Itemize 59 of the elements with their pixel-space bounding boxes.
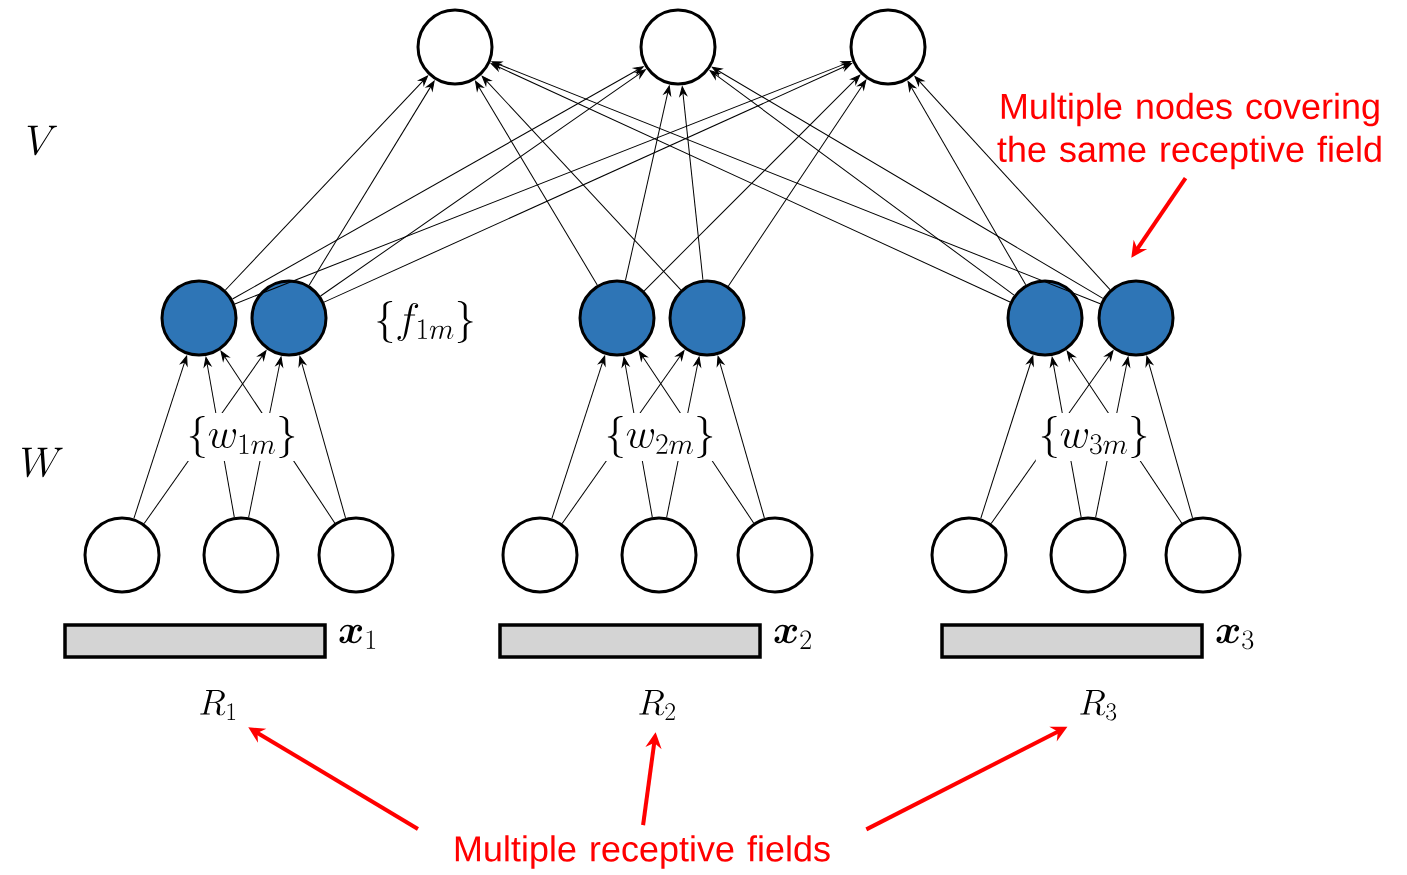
math-label: $\boldsymbol{x}_2$: [774, 624, 811, 649]
arrow: [914, 75, 1111, 291]
arrow: [624, 85, 672, 281]
arrow: [679, 86, 704, 281]
neuron-circle: [1049, 516, 1127, 594]
arrow: [224, 75, 429, 291]
neuron-circle: [930, 516, 1008, 594]
arrow: [491, 61, 1101, 305]
neuron-circle: [160, 279, 238, 357]
arrow: [298, 355, 347, 519]
neuron-circle: [1097, 279, 1175, 357]
arrow: [980, 355, 1034, 519]
arrow: [711, 66, 1104, 299]
annotation-text: Multiple receptive fields: [455, 835, 830, 869]
arrow: [1145, 355, 1194, 519]
arrow: [481, 75, 682, 291]
neuron-circle: [202, 516, 280, 594]
math-label: $R_2$: [639, 690, 675, 720]
arrow: [907, 81, 1027, 286]
neuron-circle: [1006, 279, 1084, 357]
neuron-circle: [501, 516, 579, 594]
math-label: $\boldsymbol{x}_3$: [1216, 624, 1254, 650]
input-bar: [940, 623, 1204, 659]
neuron-circle: [736, 516, 814, 594]
arrow: [716, 355, 765, 519]
arrow: [323, 62, 853, 303]
neuron-circle: [849, 8, 927, 86]
math-label: $\boldsymbol{x}_1$: [339, 624, 376, 649]
math-label: $R_1$: [200, 690, 236, 720]
math-label: $\{w_{1m}\}$: [183, 413, 301, 461]
neuron-circle: [578, 279, 656, 357]
math-label: $\{w_{3m}\}$: [1035, 413, 1153, 461]
neuron-circle: [1164, 516, 1242, 594]
arrow: [727, 79, 867, 287]
neuron-circle: [416, 8, 494, 86]
input-bar: [63, 623, 327, 659]
neuron-circle: [250, 279, 328, 357]
arrow: [551, 355, 606, 519]
arrow: [232, 66, 644, 300]
arrow: [709, 70, 1015, 296]
arrow: [308, 80, 435, 286]
math-label: $R_3$: [1080, 690, 1117, 721]
neuron-circle: [317, 516, 395, 594]
arrow: [643, 74, 861, 292]
annotation-text: Multiple nodes covering the same receptive field: [997, 92, 1381, 170]
neuron-circle: [668, 279, 746, 357]
arrow: [490, 63, 1011, 303]
arrow: [234, 61, 852, 305]
arrow: [133, 355, 188, 519]
math-label: $V$: [22, 122, 62, 158]
neuron-circle: [83, 516, 161, 594]
math-label: $W$: [16, 444, 68, 480]
arrow: [320, 69, 646, 297]
neuron-circle: [639, 8, 717, 86]
math-label: $\{w_{2m}\}$: [601, 413, 719, 461]
input-bar: [498, 623, 762, 659]
math-label: $\{f_{1m}\}$: [371, 298, 479, 346]
neuron-circle: [620, 516, 698, 594]
arrow: [475, 80, 598, 286]
